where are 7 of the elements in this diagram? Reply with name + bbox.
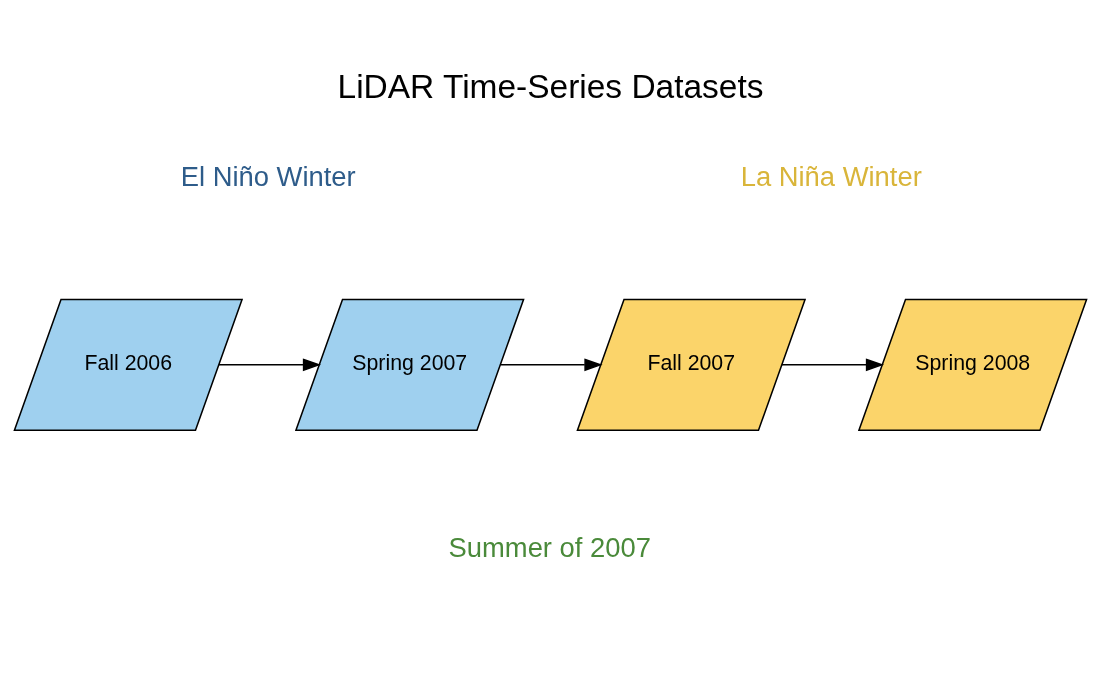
arrow bbox=[781, 358, 885, 372]
label: Summer of 2007 bbox=[448, 532, 651, 564]
label: La Niña Winter bbox=[740, 160, 922, 192]
diagram-title: LiDAR Time-Series Datasets bbox=[337, 67, 764, 105]
arrow bbox=[218, 358, 322, 372]
arrow bbox=[499, 358, 603, 372]
label: El Niño Winter bbox=[180, 160, 356, 192]
